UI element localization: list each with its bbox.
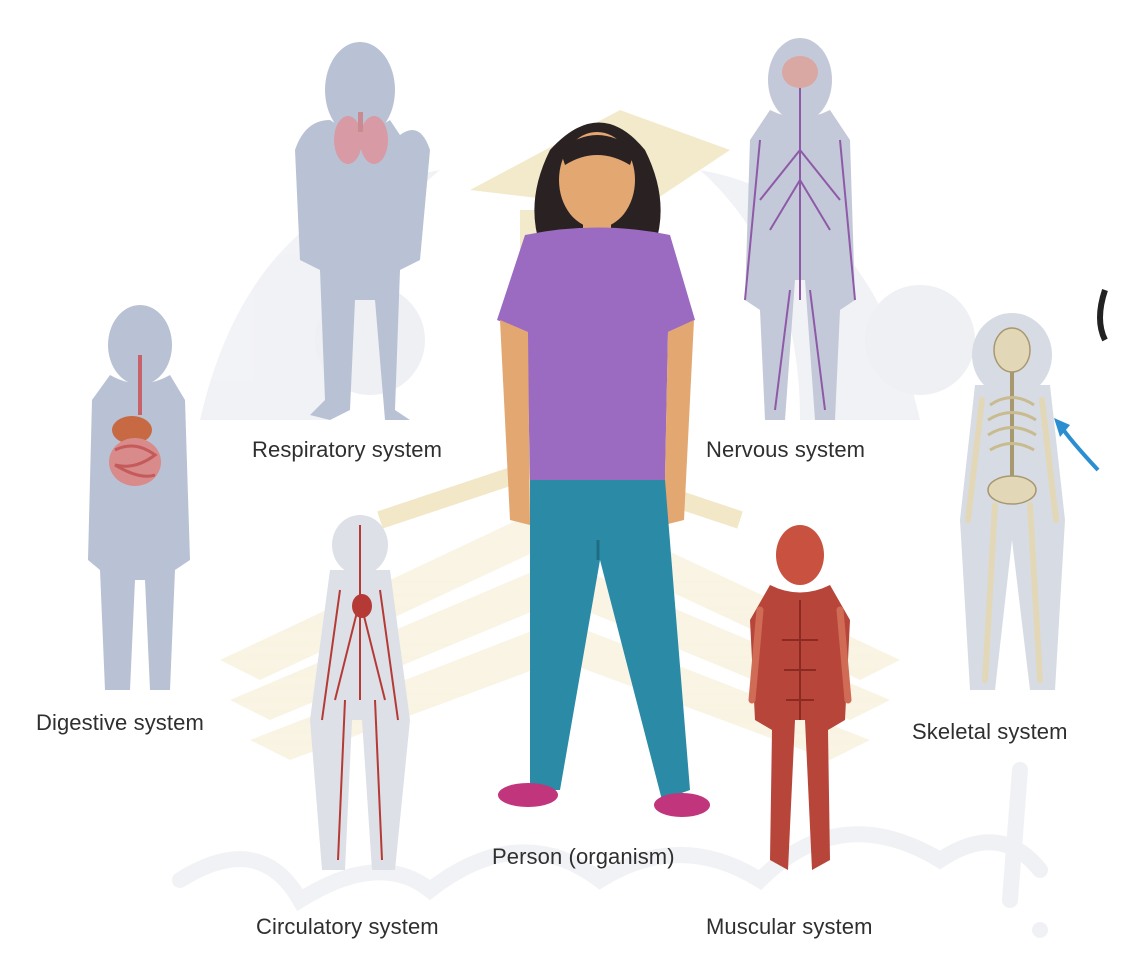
- label-muscular-system: Muscular system: [706, 914, 873, 940]
- circulatory-system-figure: [310, 515, 410, 870]
- label-respiratory-system: Respiratory system: [252, 437, 442, 463]
- skeletal-system-figure: [960, 290, 1105, 690]
- label-skeletal-system: Skeletal system: [912, 719, 1068, 745]
- label-digestive-system: Digestive system: [36, 710, 204, 736]
- label-circulatory-system: Circulatory system: [256, 914, 439, 940]
- digestive-system-figure: [88, 305, 190, 690]
- label-person-organism: Person (organism): [492, 844, 675, 870]
- muscular-system-figure: [750, 525, 850, 870]
- label-nervous-system: Nervous system: [706, 437, 865, 463]
